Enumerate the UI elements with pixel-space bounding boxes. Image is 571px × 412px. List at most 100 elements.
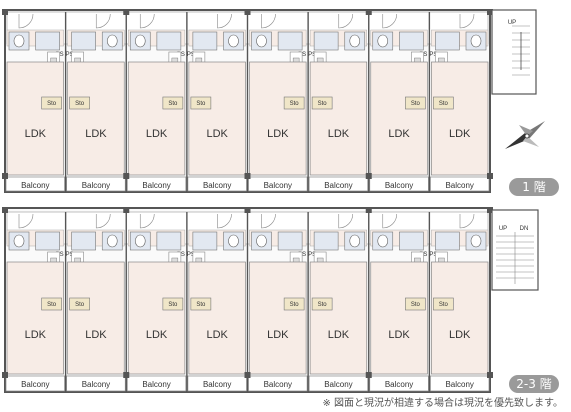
balcony-label: Balcony [324, 181, 352, 190]
storage-label: Sto [168, 302, 178, 308]
storage-label: Sto [196, 302, 206, 308]
storage-box [405, 96, 426, 110]
toilet-icon [228, 34, 239, 48]
balcony-label: Balcony [82, 181, 110, 190]
ldk-room [67, 61, 125, 176]
column-pillar [2, 372, 8, 378]
storage-box [41, 297, 62, 311]
column-pillar [123, 9, 130, 15]
balcony-label: Balcony [385, 181, 413, 190]
storage-label: Sto [290, 101, 300, 107]
ldk-label: LDK [267, 329, 289, 341]
washroom [156, 31, 182, 51]
washroom [435, 231, 460, 251]
compass-rose-icon [505, 121, 545, 149]
balcony-label: Balcony [21, 380, 49, 389]
column-pillar [2, 9, 8, 15]
column-pillar [365, 173, 372, 179]
stair-enclosure [491, 9, 537, 95]
balcony [126, 375, 187, 392]
storage-box [311, 96, 333, 110]
ldk-label: LDK [388, 329, 410, 341]
balcony [187, 375, 247, 392]
door-swing-icon [18, 13, 34, 29]
storage-label: Sto [75, 101, 85, 107]
column-pillar [487, 9, 493, 15]
toilet-icon [349, 34, 361, 48]
balcony-label: Balcony [445, 380, 473, 389]
storage-label: Sto [411, 101, 421, 107]
balcony [126, 176, 187, 192]
toilet-icon [106, 34, 118, 48]
door-swing-icon [382, 213, 398, 229]
washroom [313, 31, 339, 51]
storage-label: Sto [196, 101, 206, 107]
balcony [66, 176, 126, 192]
toilet-icon [256, 234, 267, 248]
storage-box [405, 297, 426, 311]
pipe-space-label: PS [429, 52, 437, 58]
column-pillar [2, 207, 8, 213]
door-swing-icon [261, 213, 276, 229]
storage-box [69, 297, 90, 311]
ldk-room [431, 61, 489, 176]
storage-box [283, 96, 305, 110]
door-swing-icon [338, 13, 354, 29]
storage-box [190, 297, 212, 311]
ldk-label: LDK [328, 128, 350, 140]
storage-label: Sto [168, 101, 178, 107]
storage-label: Sto [411, 302, 421, 308]
balcony [66, 375, 126, 392]
storage-label: Sto [290, 302, 300, 308]
ldk-label: LDK [267, 128, 289, 140]
toilet-icon [13, 34, 25, 48]
pipe-space-label: PS [187, 252, 195, 258]
door-swing-icon [459, 13, 475, 29]
column-pillar [2, 173, 8, 179]
balcony [430, 375, 490, 392]
floor-badge-1f: 1 階 [509, 178, 559, 196]
stair-core-1f: UP [491, 9, 537, 95]
toilet-icon [134, 34, 146, 48]
door-swing-icon [459, 213, 475, 229]
column-pillar [365, 372, 372, 378]
balcony-label: Balcony [385, 380, 413, 389]
column-pillar [365, 207, 372, 213]
balcony [248, 375, 308, 392]
ldk-room [370, 261, 428, 375]
storage-box [283, 297, 305, 311]
toilet-icon [349, 234, 361, 248]
storage-label: Sto [47, 302, 57, 308]
washroom [277, 31, 303, 51]
storage-label: Sto [439, 302, 449, 308]
washroom [399, 31, 424, 51]
storage-label: Sto [318, 101, 328, 107]
balcony-label: Balcony [203, 380, 231, 389]
toilet-icon [134, 234, 146, 248]
toilet-icon [13, 234, 25, 248]
ldk-room [309, 261, 368, 375]
door-swing-icon [261, 13, 276, 29]
balcony-label: Balcony [142, 380, 170, 389]
storage-box [311, 297, 333, 311]
balcony-label: Balcony [142, 181, 170, 190]
pipe-space-label: PS [66, 52, 74, 58]
balcony-label: Balcony [21, 181, 49, 190]
door-swing-icon [95, 213, 111, 229]
balcony [5, 375, 65, 392]
column-pillar [487, 173, 493, 179]
balcony-label: Balcony [82, 380, 110, 389]
balcony [369, 375, 429, 392]
ldk-room [249, 61, 307, 176]
ldk-label: LDK [388, 128, 410, 140]
storage-label: Sto [318, 302, 328, 308]
balcony [5, 176, 65, 192]
